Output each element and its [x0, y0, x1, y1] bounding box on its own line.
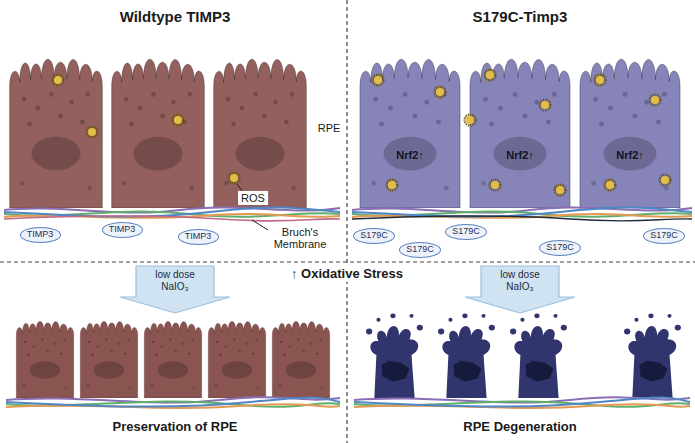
ros-particle	[87, 127, 98, 138]
ros-particle	[490, 180, 501, 191]
ros-particle	[660, 175, 671, 186]
protein-ellipse: TIMP3	[20, 227, 61, 243]
protein-text: S179C	[546, 243, 574, 253]
rpe-cell	[470, 59, 570, 208]
ros-particle	[229, 173, 240, 184]
ros-particle	[485, 70, 496, 81]
stage-divider	[0, 261, 695, 262]
panel-heading: S179C-Timp3	[473, 9, 568, 26]
ros-particle	[173, 115, 184, 126]
protein-text: TIMP3	[109, 225, 136, 235]
rpe-cell	[272, 321, 329, 398]
rpe-cell	[144, 321, 201, 398]
ros-particle	[555, 185, 566, 196]
rpe-cell	[208, 321, 265, 398]
bruchs-membrane-fiber	[4, 216, 340, 221]
bruchs-membrane-fiber	[352, 207, 692, 216]
rpe-cell	[10, 59, 103, 208]
treatment-arrow: low dose NaIO₃	[465, 266, 575, 313]
protein-text: S179C	[360, 231, 388, 241]
part-label: Bruch's Membrane	[270, 226, 330, 250]
treatment-arrow: low dose NaIO₃	[120, 266, 230, 313]
degenerated-cell	[624, 313, 681, 398]
outcome-label: RPE Degeneration	[463, 420, 576, 434]
protein-text: S179C	[452, 227, 480, 237]
bruchs-membrane-fiber	[6, 397, 340, 406]
rpe-cell	[112, 59, 205, 208]
marker-label: Nrf2↑	[506, 149, 534, 161]
part-label: ROS	[238, 191, 268, 205]
protein-ellipse: S179C	[353, 228, 395, 244]
protein-text: TIMP3	[185, 232, 212, 242]
protein-ellipse: S179C	[643, 228, 685, 244]
ros-particle	[605, 180, 616, 191]
protein-ellipse: S179C	[539, 240, 581, 256]
ros-particle	[387, 180, 398, 191]
arrow-text: low dose NaIO₃	[492, 269, 548, 292]
rpe-cell	[214, 59, 307, 208]
marker-label: Nrf2↑	[616, 149, 644, 161]
ros-particle	[465, 115, 476, 126]
part-label: RPE	[318, 122, 341, 134]
leader-line	[252, 220, 268, 230]
ros-particle	[435, 87, 446, 98]
marker-label: Nrf2↑	[396, 149, 424, 161]
protein-text: S179C	[406, 245, 434, 255]
arrow-outline	[465, 266, 575, 313]
rpe-cell	[80, 321, 137, 398]
bruchs-membrane-fiber	[4, 207, 340, 216]
ros-particle	[373, 75, 384, 86]
protein-ellipse: S179C	[399, 242, 441, 258]
rpe-cell	[360, 59, 460, 208]
ros-particle	[53, 75, 64, 86]
ros-particle	[650, 95, 661, 106]
degenerated-cell	[510, 313, 567, 398]
bruchs-membrane-fiber	[352, 216, 692, 221]
arrow-text: low dose NaIO₃	[147, 269, 203, 292]
protein-ellipse: S179C	[445, 224, 487, 240]
arrow-outline	[120, 266, 230, 313]
stage-label: ↑ Oxidative Stress	[288, 266, 406, 282]
protein-text: TIMP3	[27, 230, 54, 240]
degenerated-cell	[366, 313, 423, 398]
protein-ellipse: TIMP3	[102, 222, 143, 238]
rpe-cell	[16, 321, 73, 398]
panel-heading: Wildtype TIMP3	[120, 9, 231, 26]
panel-divider	[346, 0, 347, 443]
degenerated-cell	[438, 313, 495, 398]
rpe-cell	[580, 59, 680, 208]
ros-particle	[540, 100, 551, 111]
bruchs-membrane-fiber	[354, 397, 690, 406]
ros-particle	[595, 75, 606, 86]
protein-text: S179C	[650, 231, 678, 241]
outcome-label: Preservation of RPE	[113, 420, 238, 434]
protein-ellipse: TIMP3	[178, 229, 219, 245]
